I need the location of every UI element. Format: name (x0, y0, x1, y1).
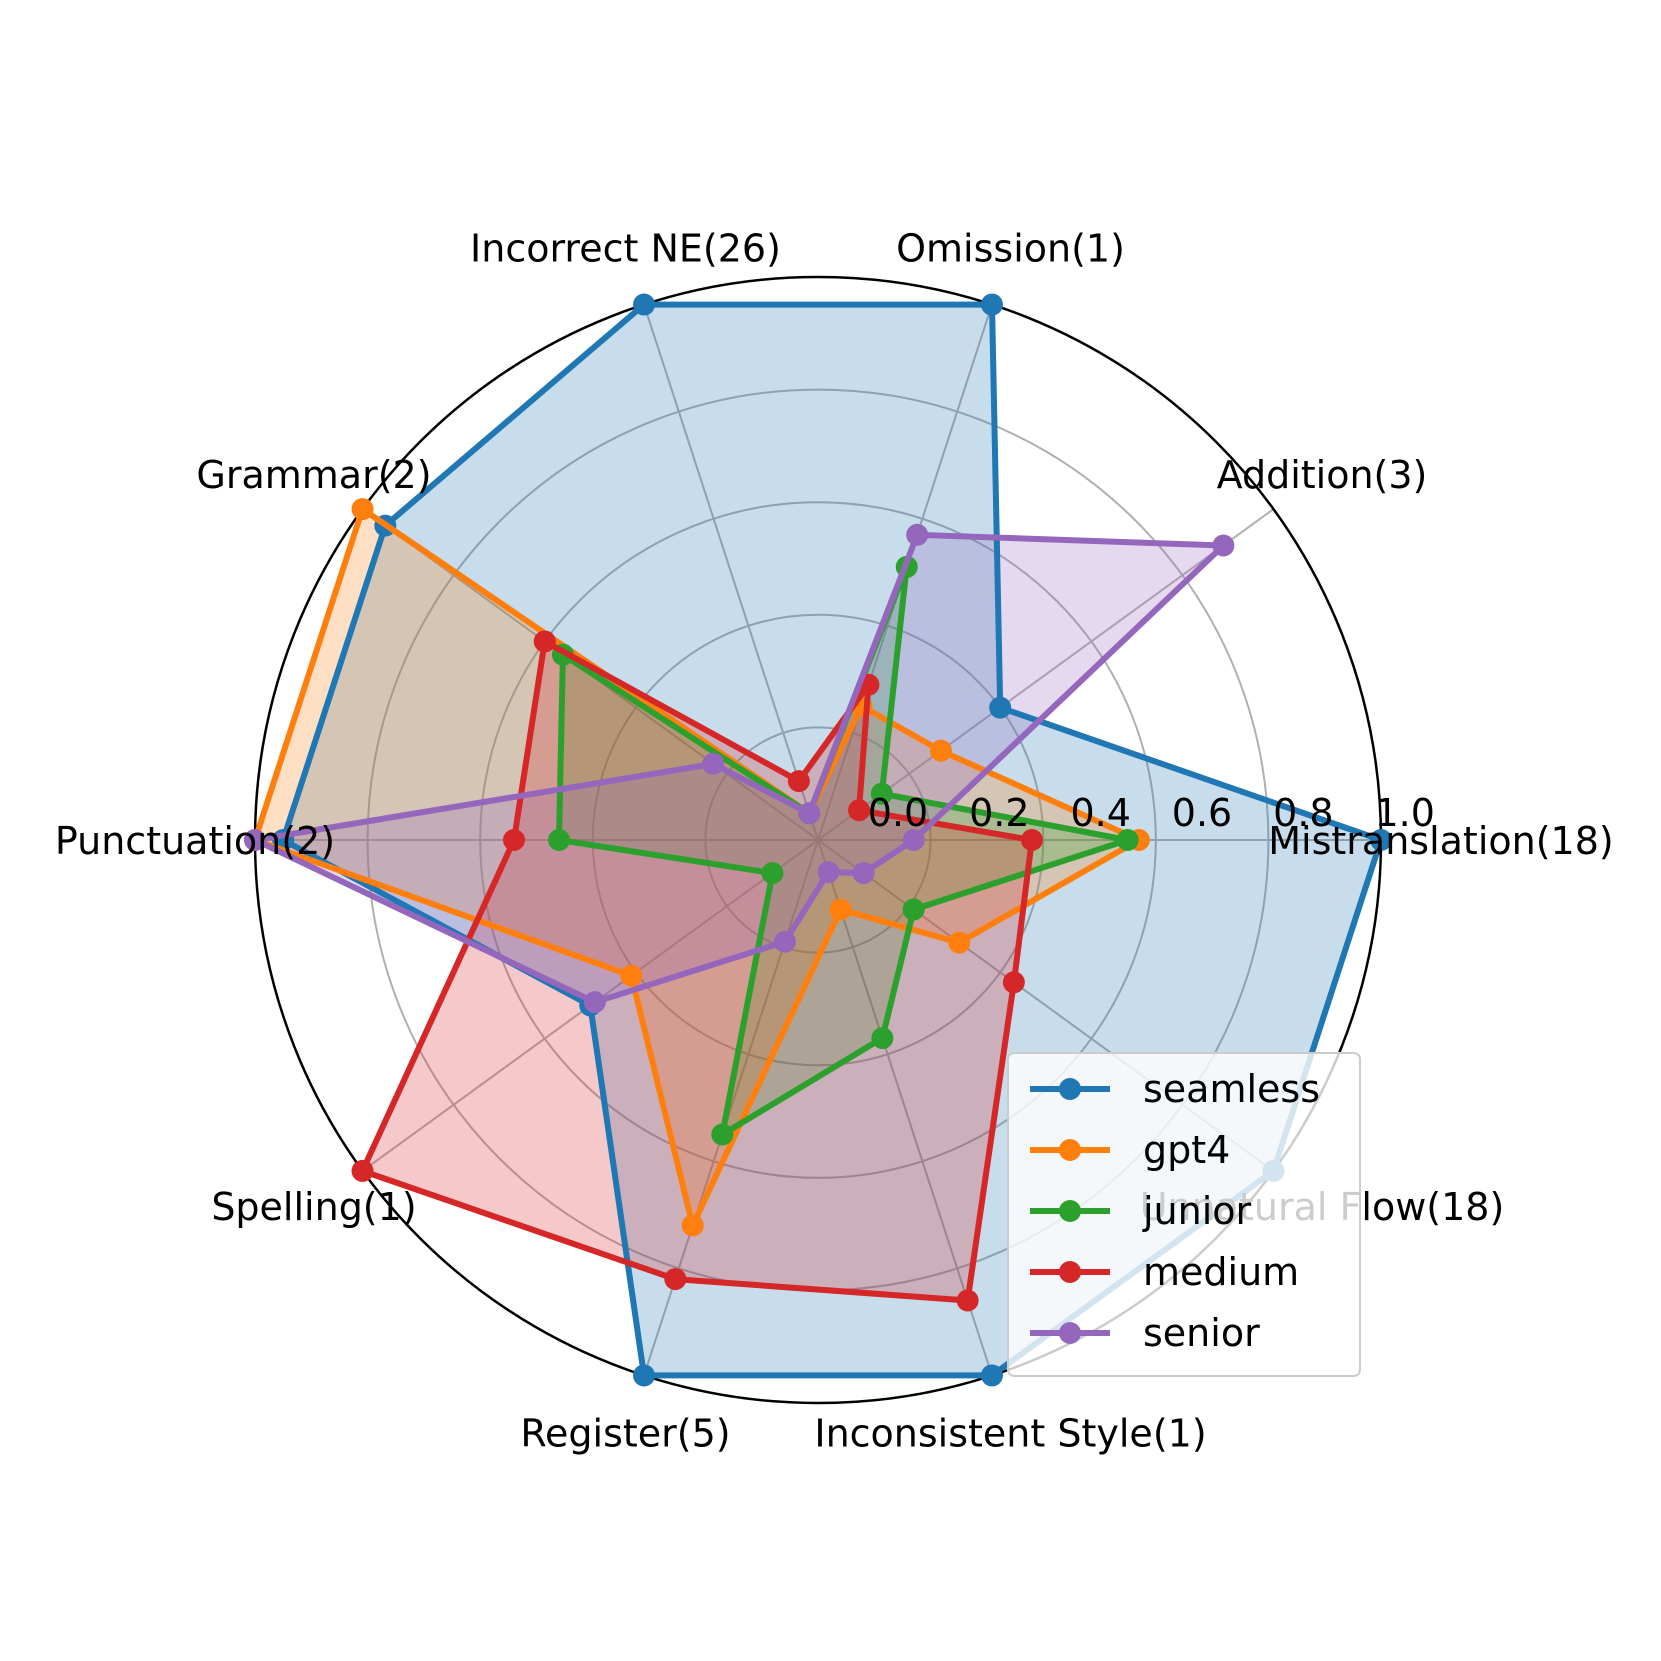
category-label: Punctuation(2) (55, 819, 335, 863)
r-tick-label: 0.6 (1172, 791, 1232, 835)
data-point-seamless (1370, 829, 1392, 851)
r-tick-label: 0.4 (1070, 791, 1130, 835)
data-point-medium (1002, 971, 1025, 994)
r-tick-label: 0.2 (969, 791, 1029, 835)
data-point-medium (1020, 829, 1043, 851)
category-label: Mistranslation(18) (1268, 819, 1613, 863)
grid-spoke (643, 304, 819, 841)
data-point-senior (852, 862, 875, 885)
data-point-junior (1116, 829, 1139, 851)
data-point-gpt4 (829, 898, 852, 921)
data-point-gpt4 (351, 498, 374, 521)
r-tick-label: 0.8 (1273, 791, 1333, 835)
data-point-junior (761, 862, 784, 885)
r-tick-labels: 0.0 0.2 0.4 0.6 0.8 1.0 (868, 791, 1435, 835)
data-point-junior (870, 782, 893, 805)
data-point-senior (773, 930, 796, 953)
category-label: Inconsistent Style(1) (814, 1412, 1206, 1456)
data-point-seamless (989, 696, 1012, 719)
category-label: Register(5) (520, 1412, 730, 1456)
data-point-junior (548, 829, 571, 851)
data-point-senior (817, 861, 840, 884)
data-point-junior (902, 898, 925, 921)
series-fill-senior (255, 534, 1224, 1003)
r-tick-label: 1.0 (1374, 791, 1434, 835)
category-labels: Mistranslation(18) Addition(3) Omission(1)… (55, 226, 1614, 1455)
data-point-medium (351, 1159, 374, 1182)
data-point-senior (583, 991, 606, 1014)
legend-marker-medium (1059, 1261, 1081, 1283)
legend-label: junior (1142, 1189, 1252, 1233)
legend-marker-junior (1059, 1200, 1081, 1222)
data-point-senior (902, 829, 925, 851)
legend-label: seamless (1143, 1067, 1320, 1111)
data-point-seamless (633, 1364, 656, 1387)
data-point-seamless (980, 293, 1003, 316)
r-tick-label: 0.0 (868, 791, 928, 835)
legend-marker-senior (1059, 1322, 1081, 1344)
grid-spoke (817, 508, 1275, 841)
category-label: Omission(1) (896, 226, 1125, 270)
series-fill-gpt4 (255, 509, 1139, 1226)
data-point-medium (664, 1268, 687, 1291)
data-point-gpt4 (620, 964, 643, 987)
category-label: Addition(3) (1217, 453, 1428, 497)
data-point-senior (702, 752, 725, 775)
data-point-seamless (633, 293, 656, 316)
data-point-junior (711, 1123, 734, 1146)
data-point-medium (956, 1289, 979, 1312)
legend-marker-gpt4 (1059, 1139, 1081, 1161)
data-point-gpt4 (948, 931, 971, 954)
category-label: Grammar(2) (196, 453, 431, 497)
data-point-medium (533, 630, 556, 653)
data-point-gpt4 (681, 1214, 704, 1237)
legend-label: senior (1143, 1311, 1260, 1355)
data-point-medium (787, 770, 810, 793)
category-label: Spelling(1) (211, 1185, 416, 1229)
data-point-senior (906, 523, 929, 546)
data-point-senior (1212, 534, 1235, 557)
data-point-junior (871, 1027, 894, 1050)
legend-marker-seamless (1059, 1078, 1081, 1100)
data-point-senior (798, 802, 821, 825)
data-point-gpt4 (929, 739, 952, 762)
legend-label: gpt4 (1143, 1128, 1230, 1172)
data-point-senior (244, 829, 266, 851)
series-fill-junior (559, 566, 1128, 1135)
legend-box (1007, 1052, 1361, 1377)
data-point-seamless (980, 1364, 1003, 1387)
data-point-medium (502, 829, 525, 851)
data-point-medium (847, 799, 870, 822)
legend-label: medium (1143, 1250, 1299, 1294)
grid-spoke (817, 839, 993, 1376)
category-label: Incorrect NE(26) (470, 226, 781, 270)
legend: seamless gpt4 junior medium senior (1007, 1052, 1361, 1377)
